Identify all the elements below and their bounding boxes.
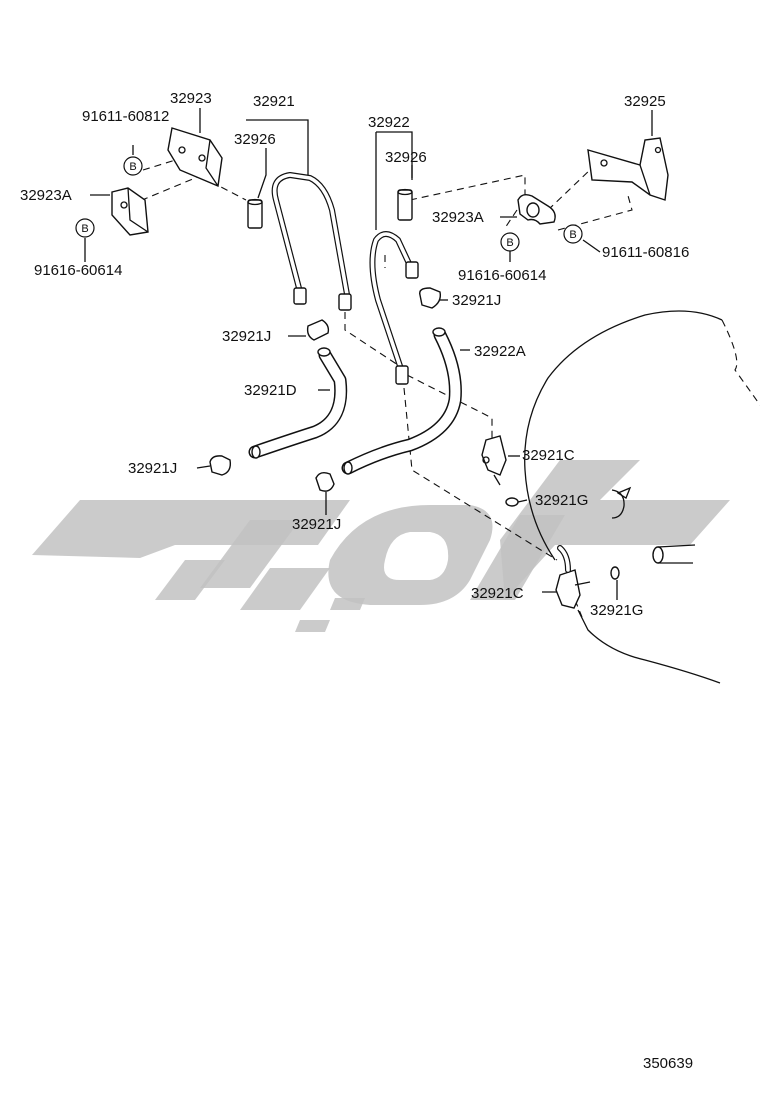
bolt-marker-91616-60614-right: B xyxy=(500,232,520,252)
label-32925: 32925 xyxy=(624,93,666,110)
hose-32922A xyxy=(341,327,462,475)
bolt-marker-91616-60614-left: B xyxy=(75,218,95,238)
label-32921J-d: 32921J xyxy=(292,516,341,533)
diagram-id: 350639 xyxy=(643,1055,693,1072)
part-labels: 32923 32921 91611-60812 32926 32923A 916… xyxy=(20,90,693,1072)
clamp-32921J-b xyxy=(419,287,442,309)
sleeve-32926-right xyxy=(397,188,413,221)
sleeve-32926-left xyxy=(247,198,263,229)
label-32921D: 32921D xyxy=(244,382,297,399)
label-32921G-a: 32921G xyxy=(535,492,588,509)
label-91616-60614-left: 91616-60614 xyxy=(34,262,122,279)
label-32921C-lower: 32921C xyxy=(471,585,524,602)
oring-32921G-b xyxy=(610,566,620,580)
label-32922A: 32922A xyxy=(474,343,526,360)
label-32921J-c: 32921J xyxy=(128,460,177,477)
label-32926-left: 32926 xyxy=(234,131,276,148)
label-32922: 32922 xyxy=(368,114,410,131)
svg-text:B: B xyxy=(506,237,513,249)
clamp-32921J-d xyxy=(315,471,335,492)
leader-lines xyxy=(84,108,653,600)
svg-text:B: B xyxy=(129,161,136,173)
label-32921J-a: 32921J xyxy=(222,328,271,345)
bolt-marker-91611-60812: B xyxy=(123,156,143,176)
label-32921J-b: 32921J xyxy=(452,292,501,309)
svg-text:B: B xyxy=(569,229,576,241)
valve-32921C-lower xyxy=(555,545,591,609)
oring-32921G-a xyxy=(505,497,519,507)
label-91611-60816: 91611-60816 xyxy=(602,244,689,261)
label-91616-60614-right: 91616-60614 xyxy=(458,267,546,284)
valve-32921C-upper xyxy=(481,435,507,486)
bracket-32925 xyxy=(587,137,669,201)
bracket-32923A-right xyxy=(517,193,556,225)
svg-text:B: B xyxy=(81,223,88,235)
bracket-32923 xyxy=(167,127,223,187)
clamp-32921J-c xyxy=(209,455,232,476)
label-32921C-upper: 32921C xyxy=(522,447,575,464)
bolt-marker-91611-60816: B xyxy=(563,224,583,244)
engine-outline xyxy=(524,310,760,684)
watermark-logo xyxy=(32,460,730,632)
label-32926-right: 32926 xyxy=(385,149,427,166)
label-32921: 32921 xyxy=(253,93,295,110)
hose-32921D xyxy=(248,347,348,459)
clamp-32921J-a xyxy=(306,319,330,341)
label-32921G-b: 32921G xyxy=(590,602,643,619)
engine-port-nipple xyxy=(652,546,664,564)
label-91611-60812: 91611-60812 xyxy=(82,108,169,125)
pipe-32922 xyxy=(369,231,419,385)
pipe-32921 xyxy=(271,172,352,311)
label-32923: 32923 xyxy=(170,90,212,107)
label-32923A-left: 32923A xyxy=(20,187,72,204)
bracket-32923A-left xyxy=(111,187,149,236)
label-32923A-right: 32923A xyxy=(432,209,484,226)
